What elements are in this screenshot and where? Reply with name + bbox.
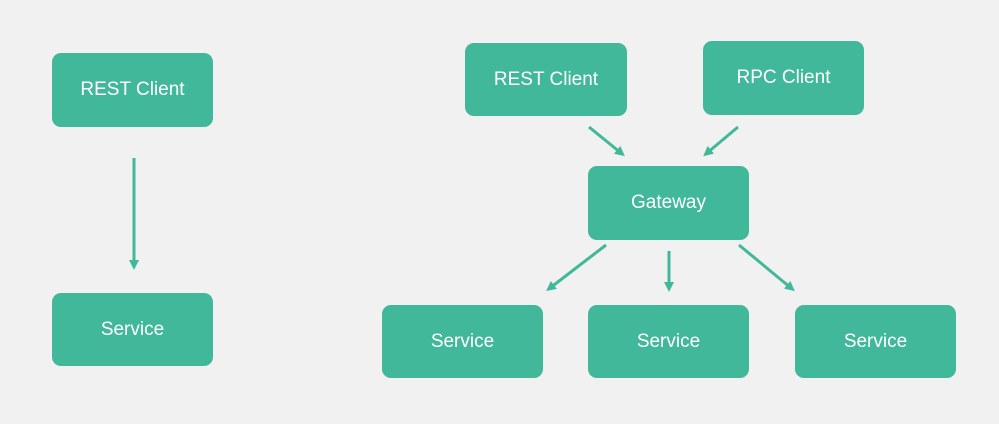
service-label-2: Service: [636, 330, 701, 352]
gateway-node: Gateway: [588, 166, 749, 240]
edge-rest-client-to-gateway: [588, 125, 625, 157]
service-label-1: Service: [430, 330, 495, 352]
right-rest-client-label: REST Client: [493, 68, 599, 90]
service-node-3: Service: [795, 305, 956, 378]
service-label-3: Service: [843, 330, 908, 352]
left-service-label: Service: [100, 318, 165, 340]
service-node-1: Service: [382, 305, 543, 378]
edge-gateway-to-service-3: [738, 243, 795, 292]
right-rest-client-node: REST Client: [465, 43, 627, 116]
gateway-label: Gateway: [631, 192, 706, 213]
rpc-client-node: RPC Client: [703, 41, 864, 115]
edge-rpc-client-to-gateway: [703, 125, 739, 157]
service-node-2: Service: [588, 305, 749, 378]
left-rest-client-label: REST Client: [80, 79, 185, 100]
left-rest-client-node: REST Client: [52, 53, 213, 127]
edge-gateway-to-service-1: [546, 243, 607, 292]
left-service-node: Service: [52, 293, 213, 366]
rpc-client-label: RPC Client: [736, 67, 831, 88]
